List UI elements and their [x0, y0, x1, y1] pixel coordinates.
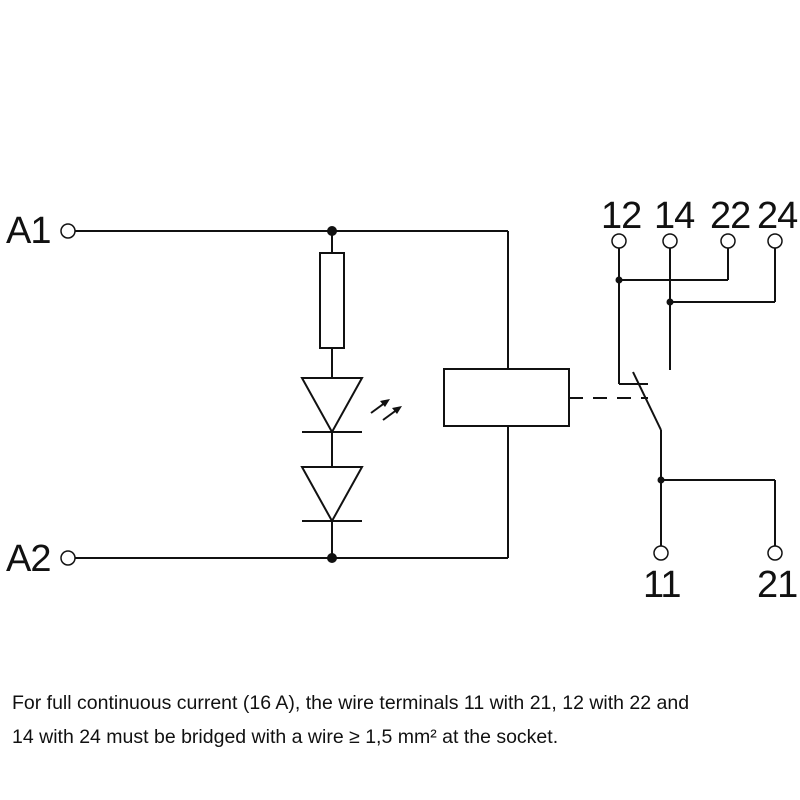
terminal-a1-icon — [60, 223, 76, 239]
resistor-icon — [319, 252, 345, 349]
light-emission-arrows-icon — [370, 399, 402, 421]
bridging-note: For full continuous current (16 A), the … — [12, 686, 792, 754]
diode-icon — [300, 466, 364, 524]
indicator-branch — [300, 231, 402, 558]
label-terminal-24: 24 — [757, 195, 798, 237]
terminal-24-icon — [767, 233, 783, 249]
note-line-2: 14 with 24 must be bridged with a wire ≥… — [12, 726, 559, 748]
terminal-12-icon — [611, 233, 627, 249]
relay-coil-icon — [443, 368, 570, 427]
label-terminal-12: 12 — [601, 195, 641, 237]
terminal-22-icon — [720, 233, 736, 249]
contact-wiring-nc — [615, 248, 729, 385]
terminal-11-icon — [653, 545, 669, 561]
note-line-1: For full continuous current (16 A), the … — [12, 692, 690, 714]
changeover-contact-icon — [632, 371, 662, 431]
terminal-14-icon — [662, 233, 678, 249]
led-diode-icon — [300, 377, 364, 435]
label-terminal-22: 22 — [710, 195, 750, 237]
terminal-a2-icon — [60, 550, 76, 566]
label-a2: A2 — [6, 538, 50, 580]
label-terminal-14: 14 — [654, 195, 695, 237]
contact-wiring-no — [666, 248, 776, 370]
label-terminal-21: 21 — [757, 564, 797, 606]
relay-wiring-diagram: A1 A2 — [6, 195, 799, 606]
label-terminal-11: 11 — [643, 564, 680, 606]
terminal-21-icon — [767, 545, 783, 561]
label-a1: A1 — [6, 210, 50, 252]
contact-wiring-common — [657, 430, 776, 546]
